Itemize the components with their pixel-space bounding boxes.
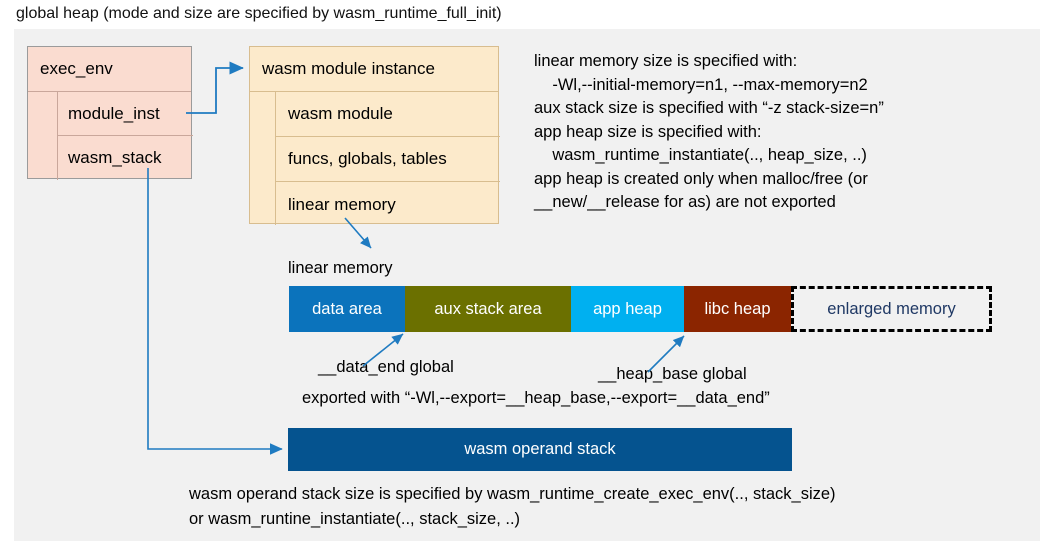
wasm-operand-stack-box: wasm operand stack [288, 428, 792, 471]
wasm-module-instance-header: wasm module instance [250, 47, 498, 92]
notes-text: linear memory size is specified with: -W… [534, 52, 884, 211]
memory-segment-data-area: data area [289, 286, 405, 332]
module-row-linear-memory: linear memory [288, 194, 396, 214]
exec-env-indent-column [28, 92, 58, 180]
exec-env-header: exec_env [28, 47, 191, 92]
annotation-exported-with: exported with “-Wl,--export=__heap_base,… [302, 389, 770, 407]
module-row-wasm-module: wasm module [276, 92, 500, 137]
wasm-module-instance-indent-column [250, 92, 276, 225]
exec-env-row-wasm-stack: wasm_stack [68, 148, 162, 167]
wasm-module-instance-box: wasm module instance wasm module funcs, … [249, 46, 500, 225]
module-row-funcs-globals-tables: funcs, globals, tables [276, 137, 500, 182]
linear-memory-bar-label: linear memory [288, 259, 393, 277]
memory-segment-app-heap: app heap [571, 286, 684, 332]
annotation-data-end: __data_end global [318, 358, 454, 376]
page-title: global heap (mode and size are specified… [16, 5, 502, 22]
memory-segment-aux-stack-area: aux stack area [405, 286, 571, 332]
memory-segment-libc-heap: libc heap [684, 286, 791, 332]
exec-env-box: exec_env module_inst wasm_stack [27, 46, 193, 180]
memory-segment-enlarged-memory: enlarged memory [791, 286, 992, 332]
annotation-heap-base: __heap_base global [598, 365, 747, 383]
operand-stack-footer-text: wasm operand stack size is specified by … [189, 485, 836, 528]
exec-env-row-module-inst: module_inst [58, 92, 193, 136]
